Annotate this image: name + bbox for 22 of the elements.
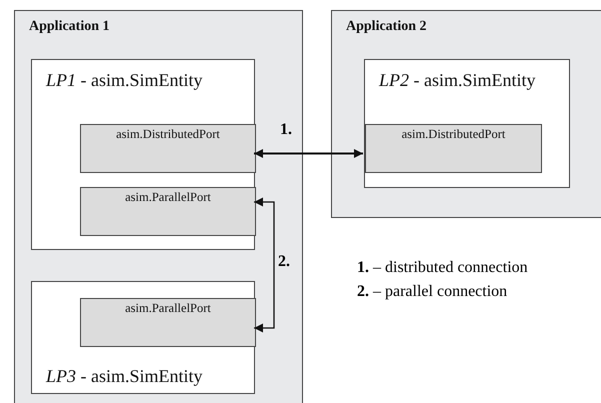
entity-box — [31, 281, 255, 394]
entity-box — [364, 59, 570, 188]
port-box — [80, 187, 256, 236]
entity-title: LP3 - asim.SimEntity — [46, 366, 203, 387]
legend-note: 2. – parallel connection — [357, 283, 508, 301]
port-box — [80, 124, 256, 173]
port-label: asim.DistributedPort — [115, 127, 221, 142]
port-box — [365, 124, 542, 173]
port-label: asim.ParallelPort — [124, 190, 212, 205]
port-label: asim.ParallelPort — [124, 301, 212, 316]
entity-title: LP2 - asim.SimEntity — [379, 70, 536, 91]
port-label: asim.DistributedPort — [400, 127, 506, 142]
panel-title: Application 1 — [29, 19, 110, 35]
panel-title: Application 2 — [346, 19, 427, 35]
connector-arrow — [254, 198, 275, 332]
application-panel — [331, 10, 601, 218]
connector-arrow — [254, 149, 363, 158]
application-panel — [14, 10, 303, 403]
entity-box — [31, 59, 255, 250]
legend-note: 1. – distributed connection — [357, 259, 528, 277]
port-box — [80, 298, 256, 347]
entity-title: LP1 - asim.SimEntity — [46, 70, 203, 91]
